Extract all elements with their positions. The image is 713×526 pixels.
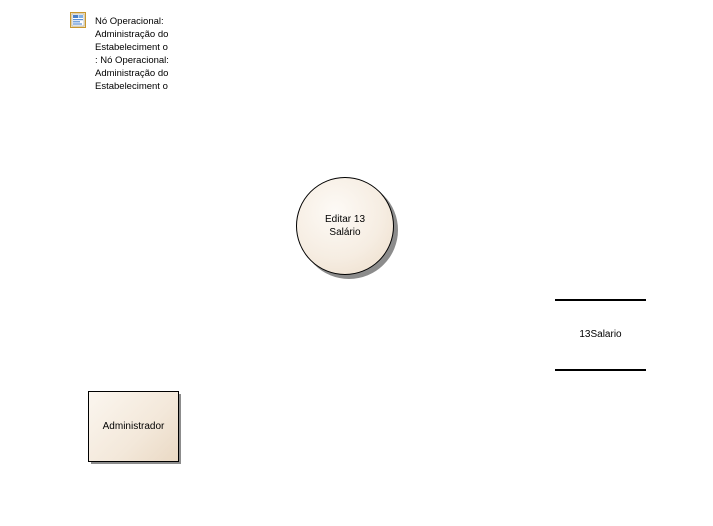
data-store-top-line: [555, 299, 646, 301]
element-type-icon: [70, 12, 86, 28]
data-store-13salario[interactable]: 13Salario: [579, 329, 622, 340]
operational-node-label: Nó Operacional: Administração do Estabel…: [95, 16, 169, 93]
element-type-icon-graphic: [70, 12, 86, 28]
process-label-line2: Salário: [329, 227, 361, 238]
external-entity-label: Administrador: [102, 421, 165, 432]
process-editar-13-salario[interactable]: Editar 13 Salário: [296, 177, 394, 275]
process-label-line1: Editar 13: [324, 214, 366, 225]
external-entity-administrador[interactable]: Administrador: [88, 391, 179, 462]
process-label: Editar 13 Salário: [310, 213, 380, 239]
data-store-bottom-line: [555, 369, 646, 371]
